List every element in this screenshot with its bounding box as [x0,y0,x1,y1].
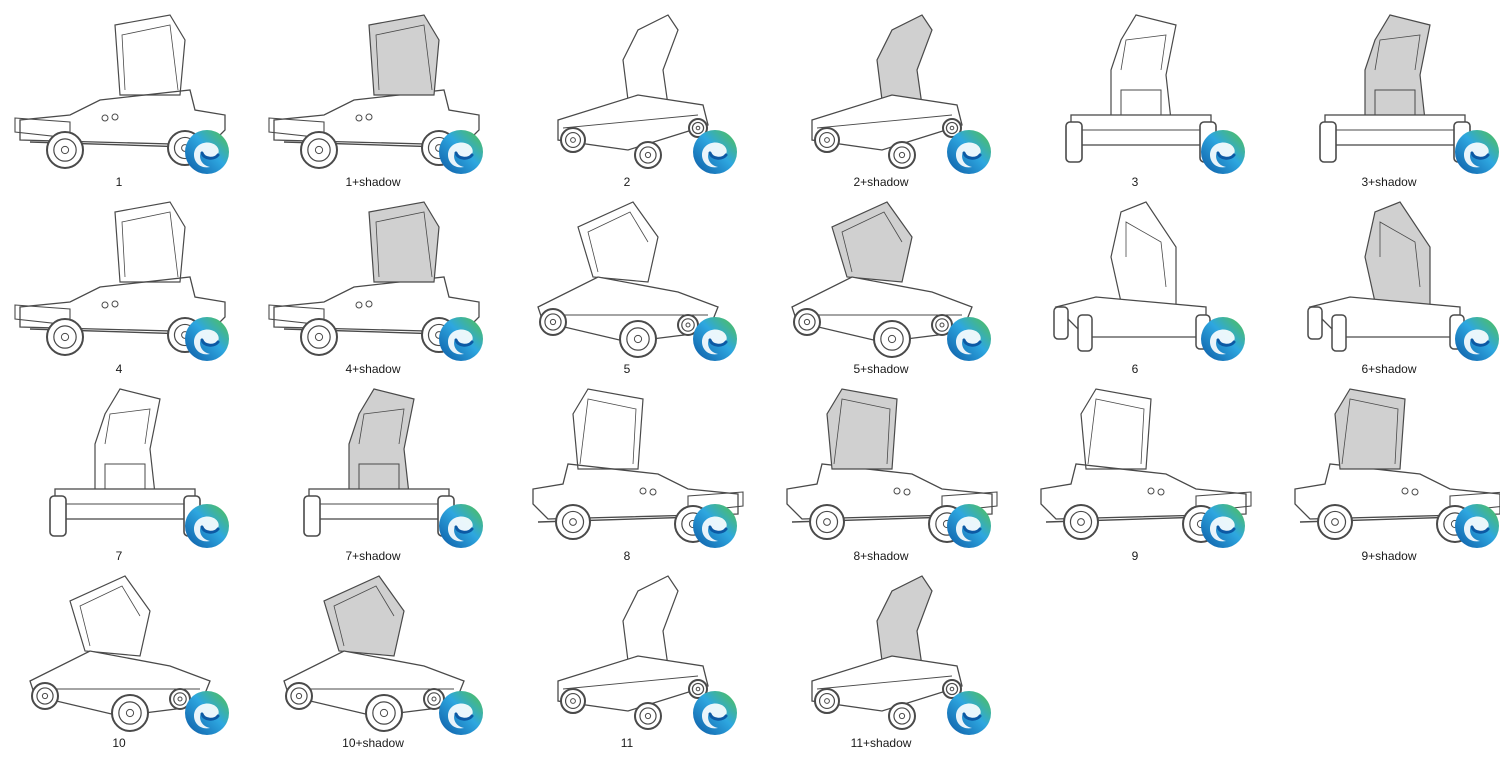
edge-browser-icon [692,316,738,362]
file-item[interactable]: 3 [1022,4,1276,191]
file-item[interactable]: 5 [514,191,768,378]
file-name-label: 5 [623,362,631,376]
car-line-art-thumbnail [10,10,240,178]
car-line-art-thumbnail [1026,197,1256,365]
file-item[interactable]: 9 [1022,378,1276,565]
file-item[interactable]: 11+shadow [768,565,1022,752]
car-line-art-thumbnail [518,10,748,178]
file-item[interactable]: 5+shadow [768,191,1022,378]
edge-browser-icon [946,316,992,362]
car-line-art-thumbnail [518,384,748,552]
file-name-label: 10+shadow [342,736,404,750]
file-item[interactable]: 10+shadow [260,565,514,752]
file-item[interactable]: 6+shadow [1276,191,1500,378]
edge-browser-icon [184,503,230,549]
edge-browser-icon [1200,503,1246,549]
file-item[interactable]: 6 [1022,191,1276,378]
file-item[interactable]: 7 [6,378,260,565]
file-name-label: 5+shadow [853,362,909,376]
edge-browser-icon [946,129,992,175]
edge-browser-icon [946,503,992,549]
file-name-label: 9 [1131,549,1139,563]
file-name-label: 4+shadow [345,362,401,376]
car-line-art-thumbnail [1026,384,1256,552]
file-name-label: 9+shadow [1361,549,1417,563]
car-line-art-thumbnail [518,197,748,365]
car-line-art-thumbnail [264,10,494,178]
car-line-art-thumbnail [264,571,494,739]
edge-browser-icon [1454,129,1500,175]
file-name-label: 1 [115,175,123,189]
file-name-label: 8+shadow [853,549,909,563]
edge-browser-icon [692,129,738,175]
file-name-label: 11+shadow [850,736,912,750]
car-line-art-thumbnail [1280,197,1500,365]
file-item[interactable]: 1+shadow [260,4,514,191]
file-item[interactable]: 7+shadow [260,378,514,565]
file-item[interactable]: 8+shadow [768,378,1022,565]
file-item[interactable]: 10 [6,565,260,752]
edge-browser-icon [438,316,484,362]
file-name-label: 7 [115,549,123,563]
edge-browser-icon [692,690,738,736]
file-name-label: 2+shadow [853,175,909,189]
edge-browser-icon [438,503,484,549]
file-name-label: 4 [115,362,123,376]
car-line-art-thumbnail [10,571,240,739]
edge-browser-icon [1454,503,1500,549]
file-item[interactable]: 4 [6,191,260,378]
file-name-label: 2 [623,175,631,189]
car-line-art-thumbnail [10,197,240,365]
car-line-art-thumbnail [772,384,1002,552]
file-name-label: 1+shadow [345,175,401,189]
edge-browser-icon [1200,129,1246,175]
file-name-label: 6 [1131,362,1139,376]
file-item[interactable]: 9+shadow [1276,378,1500,565]
file-item[interactable]: 2 [514,4,768,191]
edge-browser-icon [438,129,484,175]
car-line-art-thumbnail [772,197,1002,365]
file-name-label: 6+shadow [1361,362,1417,376]
edge-browser-icon [946,690,992,736]
file-name-label: 3+shadow [1361,175,1417,189]
file-name-label: 11 [620,736,634,750]
edge-browser-icon [1454,316,1500,362]
file-name-label: 3 [1131,175,1139,189]
edge-browser-icon [184,316,230,362]
file-name-label: 10 [112,736,126,750]
file-name-label: 7+shadow [345,549,401,563]
file-item[interactable]: 2+shadow [768,4,1022,191]
edge-browser-icon [438,690,484,736]
edge-browser-icon [1200,316,1246,362]
file-item[interactable]: 3+shadow [1276,4,1500,191]
file-item[interactable]: 1 [6,4,260,191]
file-name-label: 8 [623,549,631,563]
car-line-art-thumbnail [772,571,1002,739]
edge-browser-icon [692,503,738,549]
file-item[interactable]: 8 [514,378,768,565]
file-item[interactable]: 4+shadow [260,191,514,378]
car-line-art-thumbnail [518,571,748,739]
file-item[interactable]: 11 [514,565,768,752]
edge-browser-icon [184,129,230,175]
car-line-art-thumbnail [772,10,1002,178]
edge-browser-icon [184,690,230,736]
car-line-art-thumbnail [264,384,494,552]
